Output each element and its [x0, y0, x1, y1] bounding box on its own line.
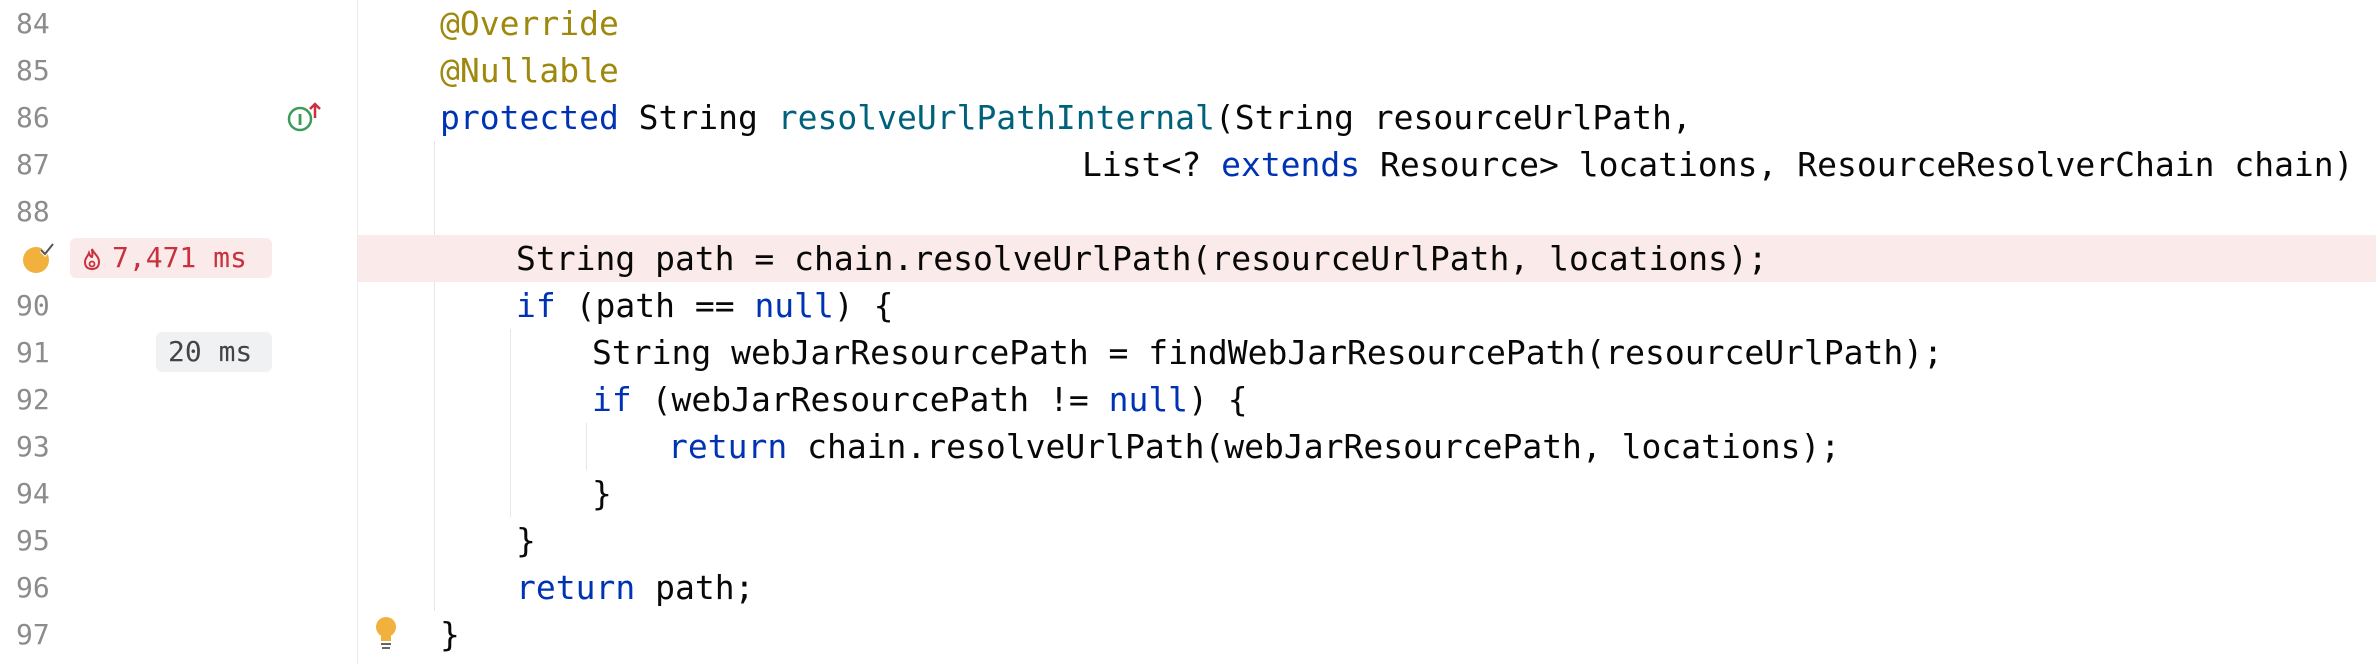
code-line-95[interactable]: }: [358, 517, 2376, 564]
closing-brace: }: [516, 521, 536, 560]
method-name: resolveUrlPathInternal: [777, 98, 1215, 137]
indent-guide: [434, 141, 435, 611]
annotation-override: @Override: [440, 4, 619, 43]
code-token: List<?: [1082, 145, 1222, 184]
gutter-row-88: 88: [0, 188, 357, 235]
keyword: null: [1108, 380, 1189, 419]
line-number: 84: [16, 7, 50, 40]
closing-brace: }: [592, 474, 612, 513]
line-number: 86: [16, 101, 50, 134]
svg-text:I: I: [297, 111, 303, 129]
annotation-nullable: @Nullable: [440, 51, 619, 90]
keyword: if: [516, 286, 556, 325]
code-area[interactable]: @Override @Nullable protected String res…: [358, 0, 2376, 664]
keyword: return: [516, 568, 636, 607]
line-number: 88: [16, 195, 50, 228]
code-statement: return path;: [516, 564, 754, 611]
breakpoint-checked-icon[interactable]: [22, 242, 54, 274]
code-line-94[interactable]: }: [358, 470, 2376, 517]
code-line-84[interactable]: @Override: [358, 0, 2376, 47]
code-statement: if (webJarResourcePath != null) {: [592, 376, 1248, 423]
gutter-row-85: 85: [0, 47, 357, 94]
keyword: protected: [440, 98, 619, 137]
time-badge[interactable]: 20 ms: [156, 332, 272, 372]
code-statement: return chain.resolveUrlPath(webJarResour…: [668, 423, 1840, 470]
gutter-row-96: 96: [0, 564, 357, 611]
code-token: path;: [635, 568, 755, 607]
keyword: extends: [1221, 145, 1361, 184]
gutter-row-89: 7,471 ms: [0, 235, 357, 282]
gutter-row-94: 94: [0, 470, 357, 517]
line-number: 91: [16, 336, 50, 369]
editor-gutter[interactable]: 84 85 86 I 87 88 7,471 ms: [0, 0, 396, 664]
code-token: chain.resolveUrlPath(webJarResourcePath,…: [787, 427, 1841, 466]
code-token: ) {: [833, 286, 894, 325]
code-line-93[interactable]: return chain.resolveUrlPath(webJarResour…: [358, 423, 2376, 470]
closing-brace: }: [440, 615, 460, 654]
hot-time-badge[interactable]: 7,471 ms: [70, 238, 272, 278]
gutter-row-86: 86 I: [0, 94, 357, 141]
code-token: (path ==: [555, 286, 755, 325]
method-params-cont: List<? extends Resource> locations, Reso…: [1082, 141, 2376, 188]
gutter-row-92: 92: [0, 376, 357, 423]
method-signature: protected String resolveUrlPathInternal(…: [440, 94, 1692, 141]
line-number: 96: [16, 571, 50, 604]
gutter-row-91: 91 20 ms: [0, 329, 357, 376]
lightbulb-icon[interactable]: [372, 615, 400, 651]
hot-time-label: 7,471 ms: [112, 241, 247, 274]
code-line-87[interactable]: List<? extends Resource> locations, Reso…: [358, 141, 2376, 188]
gutter-row-84: 84: [0, 0, 357, 47]
gutter-row-95: 95: [0, 517, 357, 564]
code-token: (webJarResourcePath !=: [631, 380, 1109, 419]
code-line-92[interactable]: if (webJarResourcePath != null) {: [358, 376, 2376, 423]
line-number: 94: [16, 477, 50, 510]
code-statement: String path = chain.resolveUrlPath(resou…: [516, 239, 1768, 278]
keyword: null: [754, 286, 834, 325]
code-line-88[interactable]: [358, 188, 2376, 235]
code-line-90[interactable]: if (path == null) {: [358, 282, 2376, 329]
code-statement: String webJarResourcePath = findWebJarRe…: [592, 333, 1944, 372]
code-token: Resource> locations, ResourceResolverCha…: [1360, 145, 2376, 184]
implementing-method-icon[interactable]: I: [286, 100, 322, 136]
keyword: return: [668, 427, 788, 466]
indent-guide: [510, 329, 511, 517]
line-number: 87: [16, 148, 50, 181]
line-number: 97: [16, 618, 50, 651]
gutter-row-90: 90: [0, 282, 357, 329]
gutter-row-93: 93: [0, 423, 357, 470]
indent-guide: [586, 423, 587, 470]
gutter-row-97: 97: [0, 611, 396, 658]
code-line-96[interactable]: return path;: [358, 564, 2376, 611]
line-number: 93: [16, 430, 50, 463]
code-token: ) {: [1188, 380, 1248, 419]
line-number: 90: [16, 289, 50, 322]
line-number: 92: [16, 383, 50, 416]
keyword: if: [592, 380, 632, 419]
return-type: String: [618, 98, 778, 137]
code-line-89-highlighted[interactable]: String path = chain.resolveUrlPath(resou…: [358, 235, 2376, 282]
code-line-86[interactable]: protected String resolveUrlPathInternal(…: [358, 94, 2376, 141]
code-line-91[interactable]: String webJarResourcePath = findWebJarRe…: [358, 329, 2376, 376]
time-label: 20 ms: [168, 335, 253, 368]
flame-icon: [83, 248, 101, 271]
params: (String resourceUrlPath,: [1214, 98, 1692, 137]
line-number: 95: [16, 524, 50, 557]
code-statement: if (path == null) {: [516, 282, 894, 329]
gutter-row-87: 87: [0, 141, 357, 188]
line-number: 85: [16, 54, 50, 87]
code-line-85[interactable]: @Nullable: [358, 47, 2376, 94]
code-line-97[interactable]: }: [358, 611, 2376, 658]
